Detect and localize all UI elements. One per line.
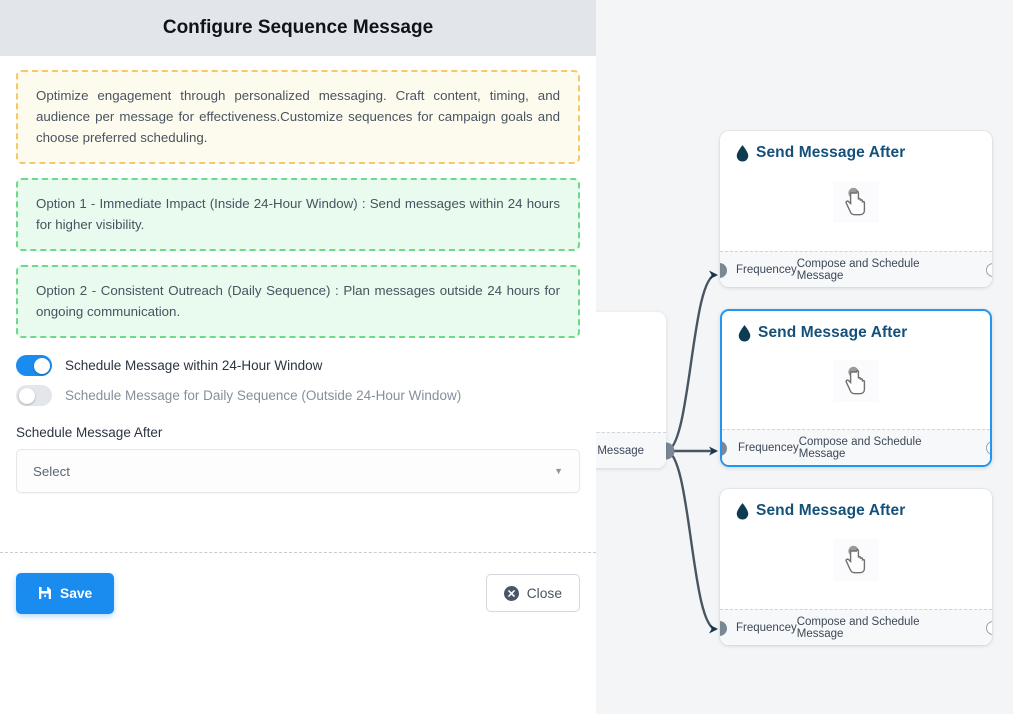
info-notice-option-2: Option 2 - Consistent Outreach (Daily Se… (16, 265, 580, 338)
page-title: Configure Sequence Message (162, 17, 434, 38)
toggle-schedule-daily-sequence[interactable] (16, 385, 52, 406)
node-2-output-handle[interactable] (986, 441, 990, 455)
save-button-label: Save (60, 585, 93, 601)
node-1-footer-left: Frequencey (736, 263, 797, 276)
node-3-input-handle[interactable] (720, 621, 727, 636)
floppy-disk-icon (38, 586, 52, 600)
configure-panel: Configure Sequence Message Optimize enga… (0, 0, 596, 633)
node-1-input-handle[interactable] (720, 263, 727, 278)
node-2-content (738, 342, 974, 419)
edge-to-node-1 (665, 270, 718, 453)
flow-node-3[interactable]: Send Message After Frequencey Compose an… (720, 489, 992, 645)
node-3-footer-right: Compose and Schedule Message (796, 615, 920, 640)
cancel-button[interactable]: Close (485, 574, 580, 612)
panel-header: Configure Sequence Message (0, 0, 596, 56)
node-2-title: Send Message After (758, 324, 908, 341)
save-button[interactable]: Save (16, 572, 115, 614)
close-circle-icon (503, 585, 519, 601)
droplet-icon (736, 502, 749, 520)
node-3-title: Send Message After (756, 502, 906, 519)
node-source-footer-right: ce Message (582, 444, 645, 457)
node-1-footer-right: Compose and Schedule Message (796, 257, 920, 282)
node-2-input-handle[interactable] (722, 441, 727, 456)
flow-node-2[interactable]: Send Message After Frequencey Compose an… (720, 309, 992, 467)
node-1-output-handle[interactable] (986, 263, 992, 277)
schedule-message-after-value: Select (33, 463, 70, 479)
node-3-title-row: Send Message After (736, 502, 976, 520)
toggle-knob (18, 387, 35, 404)
hand-pointer-icon (833, 359, 879, 402)
node-2-footer-left: Frequencey (738, 441, 799, 454)
droplet-icon (736, 144, 749, 162)
node-1-body: Send Message After (720, 131, 992, 251)
node-3-content (736, 520, 976, 599)
toggle-schedule-within-24h[interactable] (16, 355, 52, 376)
chevron-down-icon: ▼ (554, 466, 563, 476)
node-1-content (736, 162, 976, 241)
hand-pointer-icon (833, 180, 879, 223)
info-notice-option-1: Option 1 - Immediate Impact (Inside 24-H… (16, 178, 580, 251)
node-3-footer: Frequencey Compose and Schedule Message (720, 609, 992, 645)
node-2-title-row: Send Message After (738, 324, 974, 342)
droplet-icon (738, 324, 751, 342)
toggle-row-within-24h[interactable]: Schedule Message within 24-Hour Window (16, 355, 580, 376)
node-2-body: Send Message After (722, 311, 990, 429)
info-notice-intro: Optimize engagement through personalized… (16, 70, 580, 164)
toggle-label-daily-sequence: Schedule Message for Daily Sequence (Out… (65, 388, 462, 403)
flow-node-1[interactable]: Send Message After Frequencey Compose an… (720, 131, 992, 287)
node-2-footer: Frequencey Compose and Schedule Message (722, 429, 990, 465)
toggle-label-within-24h: Schedule Message within 24-Hour Window (65, 358, 323, 373)
cancel-button-label: Close (526, 585, 562, 601)
panel-body: Optimize engagement through personalized… (0, 56, 596, 493)
schedule-message-after-select[interactable]: Select ▼ (16, 449, 580, 493)
toggle-row-daily-sequence[interactable]: Schedule Message for Daily Sequence (Out… (16, 385, 580, 406)
node-2-footer-right: Compose and Schedule Message (798, 435, 922, 460)
node-1-title: Send Message After (756, 144, 906, 161)
flow-canvas[interactable]: ce Message Send Message After (566, 0, 1013, 714)
node-1-title-row: Send Message After (736, 144, 976, 162)
panel-footer: Save Close (0, 553, 596, 633)
node-3-output-handle[interactable] (986, 621, 992, 635)
hand-pointer-icon (833, 538, 879, 581)
footer-divider (0, 552, 596, 553)
node-3-footer-left: Frequencey (736, 621, 797, 634)
node-3-body: Send Message After (720, 489, 992, 609)
node-1-footer: Frequencey Compose and Schedule Message (720, 251, 992, 287)
toggle-knob (33, 357, 50, 374)
edge-to-node-3 (665, 449, 718, 634)
schedule-message-after-label: Schedule Message After (16, 425, 163, 440)
